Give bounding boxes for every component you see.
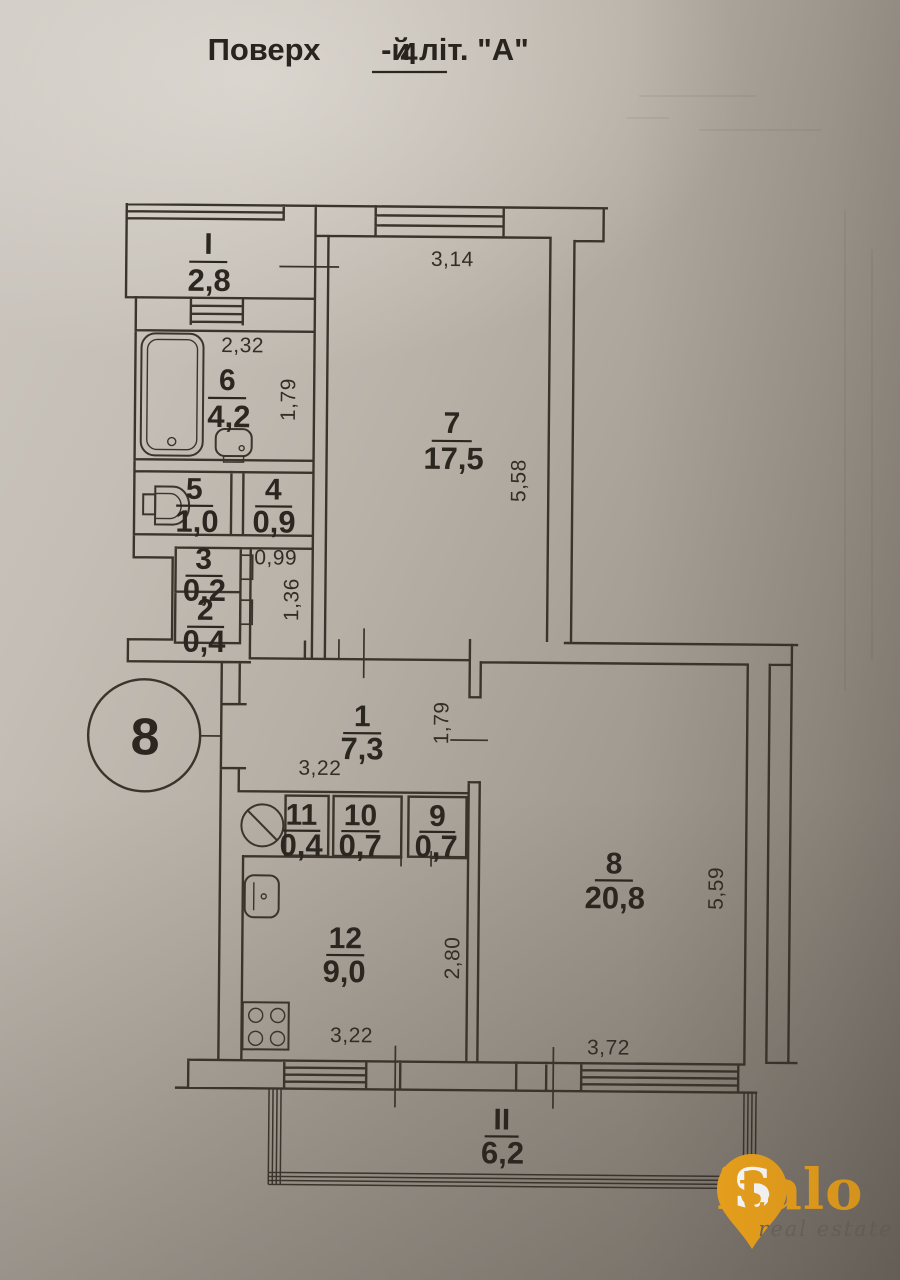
agency-logo: S italo real estate xyxy=(716,1154,893,1249)
room-6-number: 6 xyxy=(219,364,236,397)
room-6-area: 4,2 xyxy=(207,399,250,434)
dim-hall-opening: 1,79 xyxy=(430,701,453,744)
walls xyxy=(124,202,799,1094)
dimension-ticks xyxy=(200,265,555,1109)
room-2-area: 0,4 xyxy=(182,624,226,659)
room-10-number: 10 xyxy=(344,799,378,832)
room-label-balcony-I: I 2,8 xyxy=(187,228,230,298)
room-7-area: 17,5 xyxy=(423,441,484,477)
room-label-2: 2 0,4 xyxy=(182,594,226,659)
closet-10-outline xyxy=(331,794,403,858)
closet-11-outline xyxy=(283,794,330,858)
room-11-number: 11 xyxy=(285,799,317,832)
room-label-6: 6 4,2 xyxy=(207,364,250,434)
paper-bleed-through xyxy=(627,95,873,691)
dim-room7-width: 3,14 xyxy=(431,248,474,271)
washing-machine-icon xyxy=(240,803,285,848)
title-label: Поверх xyxy=(208,32,322,67)
bathtub-icon xyxy=(139,332,205,457)
dim-hall-width: 3,22 xyxy=(298,757,341,780)
room-8-number: 8 xyxy=(606,847,623,880)
dim-room8-depth: 5,59 xyxy=(705,867,728,910)
room-label-balcony-II: II 6,2 xyxy=(481,1103,524,1170)
dimension-labels: 2,32 1,79 3,14 5,58 0,99 1,36 3,22 1,79 … xyxy=(221,248,728,1060)
room-8-area: 20,8 xyxy=(584,880,645,916)
kitchen-sink-icon xyxy=(243,874,280,919)
room-label-10: 10 0,7 xyxy=(338,799,381,863)
room-4-area: 0,9 xyxy=(252,504,295,539)
room-10-area: 0,7 xyxy=(338,828,381,863)
room-3-area: 0,2 xyxy=(183,573,226,608)
floor-number: 4 xyxy=(400,36,418,71)
room-2-number: 2 xyxy=(197,594,214,627)
balcony-II-area: 6,2 xyxy=(481,1135,524,1170)
room-labels: I 2,8 6 4,2 5 1,0 4 0,9 xyxy=(175,228,645,1171)
title-suffix: -й літ. "А" xyxy=(381,32,529,67)
room-1-number: 1 xyxy=(354,700,371,733)
apartment-number-badge: 8 xyxy=(86,678,202,793)
title-block: Поверх 4 -й літ. "А" xyxy=(208,32,529,74)
room-7-number: 7 xyxy=(443,407,460,440)
logo-initial: S xyxy=(734,1156,773,1220)
room-label-7: 7 17,5 xyxy=(423,407,484,477)
duct-stub-lower xyxy=(239,599,254,626)
room-12-number: 12 xyxy=(329,922,363,955)
room-label-12: 12 9,0 xyxy=(322,922,365,989)
toilet-icon xyxy=(214,428,253,463)
entry-steps xyxy=(189,296,245,326)
room-3-number: 3 xyxy=(195,543,212,576)
dim-kitchen-depth: 2,80 xyxy=(441,936,464,979)
closet-9-outline xyxy=(406,795,468,859)
stove-icon xyxy=(241,1001,290,1051)
balcony-II-number: II xyxy=(493,1103,510,1136)
room-label-11: 11 0,4 xyxy=(279,799,323,863)
dim-kitchen-width: 3,22 xyxy=(330,1024,373,1047)
dim-duct-depth: 1,36 xyxy=(280,578,303,621)
room-4-number: 4 xyxy=(265,473,282,506)
room-11-area: 0,4 xyxy=(279,828,323,863)
balcony-I-number: I xyxy=(204,228,213,261)
fixtures xyxy=(139,332,290,1051)
dim-room7-depth: 5,58 xyxy=(507,459,530,502)
room-label-5: 5 1,0 xyxy=(175,473,218,539)
room-label-9: 9 0,7 xyxy=(414,800,457,864)
logo-tagline: real estate xyxy=(758,1217,893,1241)
room-12-area: 9,0 xyxy=(322,954,365,989)
room-1-area: 7,3 xyxy=(340,731,383,766)
duct-stub-upper xyxy=(239,554,254,581)
room-label-4: 4 0,9 xyxy=(252,473,295,539)
dim-bath-width: 2,32 xyxy=(221,334,264,357)
balcony-railing xyxy=(267,1088,757,1190)
room-label-8: 8 20,8 xyxy=(584,847,645,916)
room-5-number: 5 xyxy=(186,473,203,506)
apartment-number: 8 xyxy=(130,708,159,766)
room-9-number: 9 xyxy=(429,800,446,833)
dim-duct-width: 0,99 xyxy=(254,546,297,569)
location-pin-icon xyxy=(717,1154,787,1249)
room-5-area: 1,0 xyxy=(175,504,218,539)
dim-room8-width: 3,72 xyxy=(587,1036,630,1059)
room-label-3: 3 0,2 xyxy=(183,543,226,608)
dim-bath-depth: 1,79 xyxy=(277,378,300,421)
logo-wordmark: italo xyxy=(716,1157,863,1223)
room-label-1: 1 7,3 xyxy=(340,700,383,766)
room-9-area: 0,7 xyxy=(414,829,457,864)
balcony-I-area: 2,8 xyxy=(187,263,230,298)
